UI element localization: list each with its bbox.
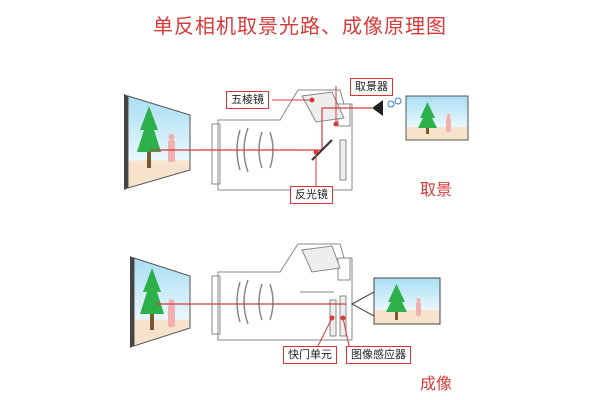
shutter-unit-label: 快门单元 — [283, 346, 337, 364]
person-icon — [168, 305, 175, 327]
light-path-top — [150, 107, 372, 151]
sensor-image-preview — [350, 277, 441, 325]
imaging-caption: 成像 — [420, 374, 453, 393]
image-sensor-label: 图像感应器 — [346, 346, 411, 364]
scene-panel-top — [124, 94, 191, 190]
tree-icon — [140, 268, 164, 314]
viewfinder-preview — [405, 95, 469, 141]
viewfinding-caption: 取景 — [420, 180, 453, 199]
eye-icon — [372, 97, 402, 116]
pentaprism-label: 五棱镜 — [226, 91, 269, 109]
camera-body-bottom — [211, 243, 353, 341]
mirror-element — [311, 139, 333, 161]
viewfinder-label: 取景器 — [350, 78, 393, 96]
scene-panel-bottom — [130, 256, 191, 348]
diagram-title: 单反相机取景光路、成像原理图 — [153, 14, 447, 38]
viewfinding-diagram — [124, 86, 469, 191]
tree-icon — [137, 106, 161, 152]
mirror-label: 反光镜 — [290, 186, 333, 204]
person-icon — [168, 140, 175, 162]
imaging-diagram — [130, 243, 441, 351]
